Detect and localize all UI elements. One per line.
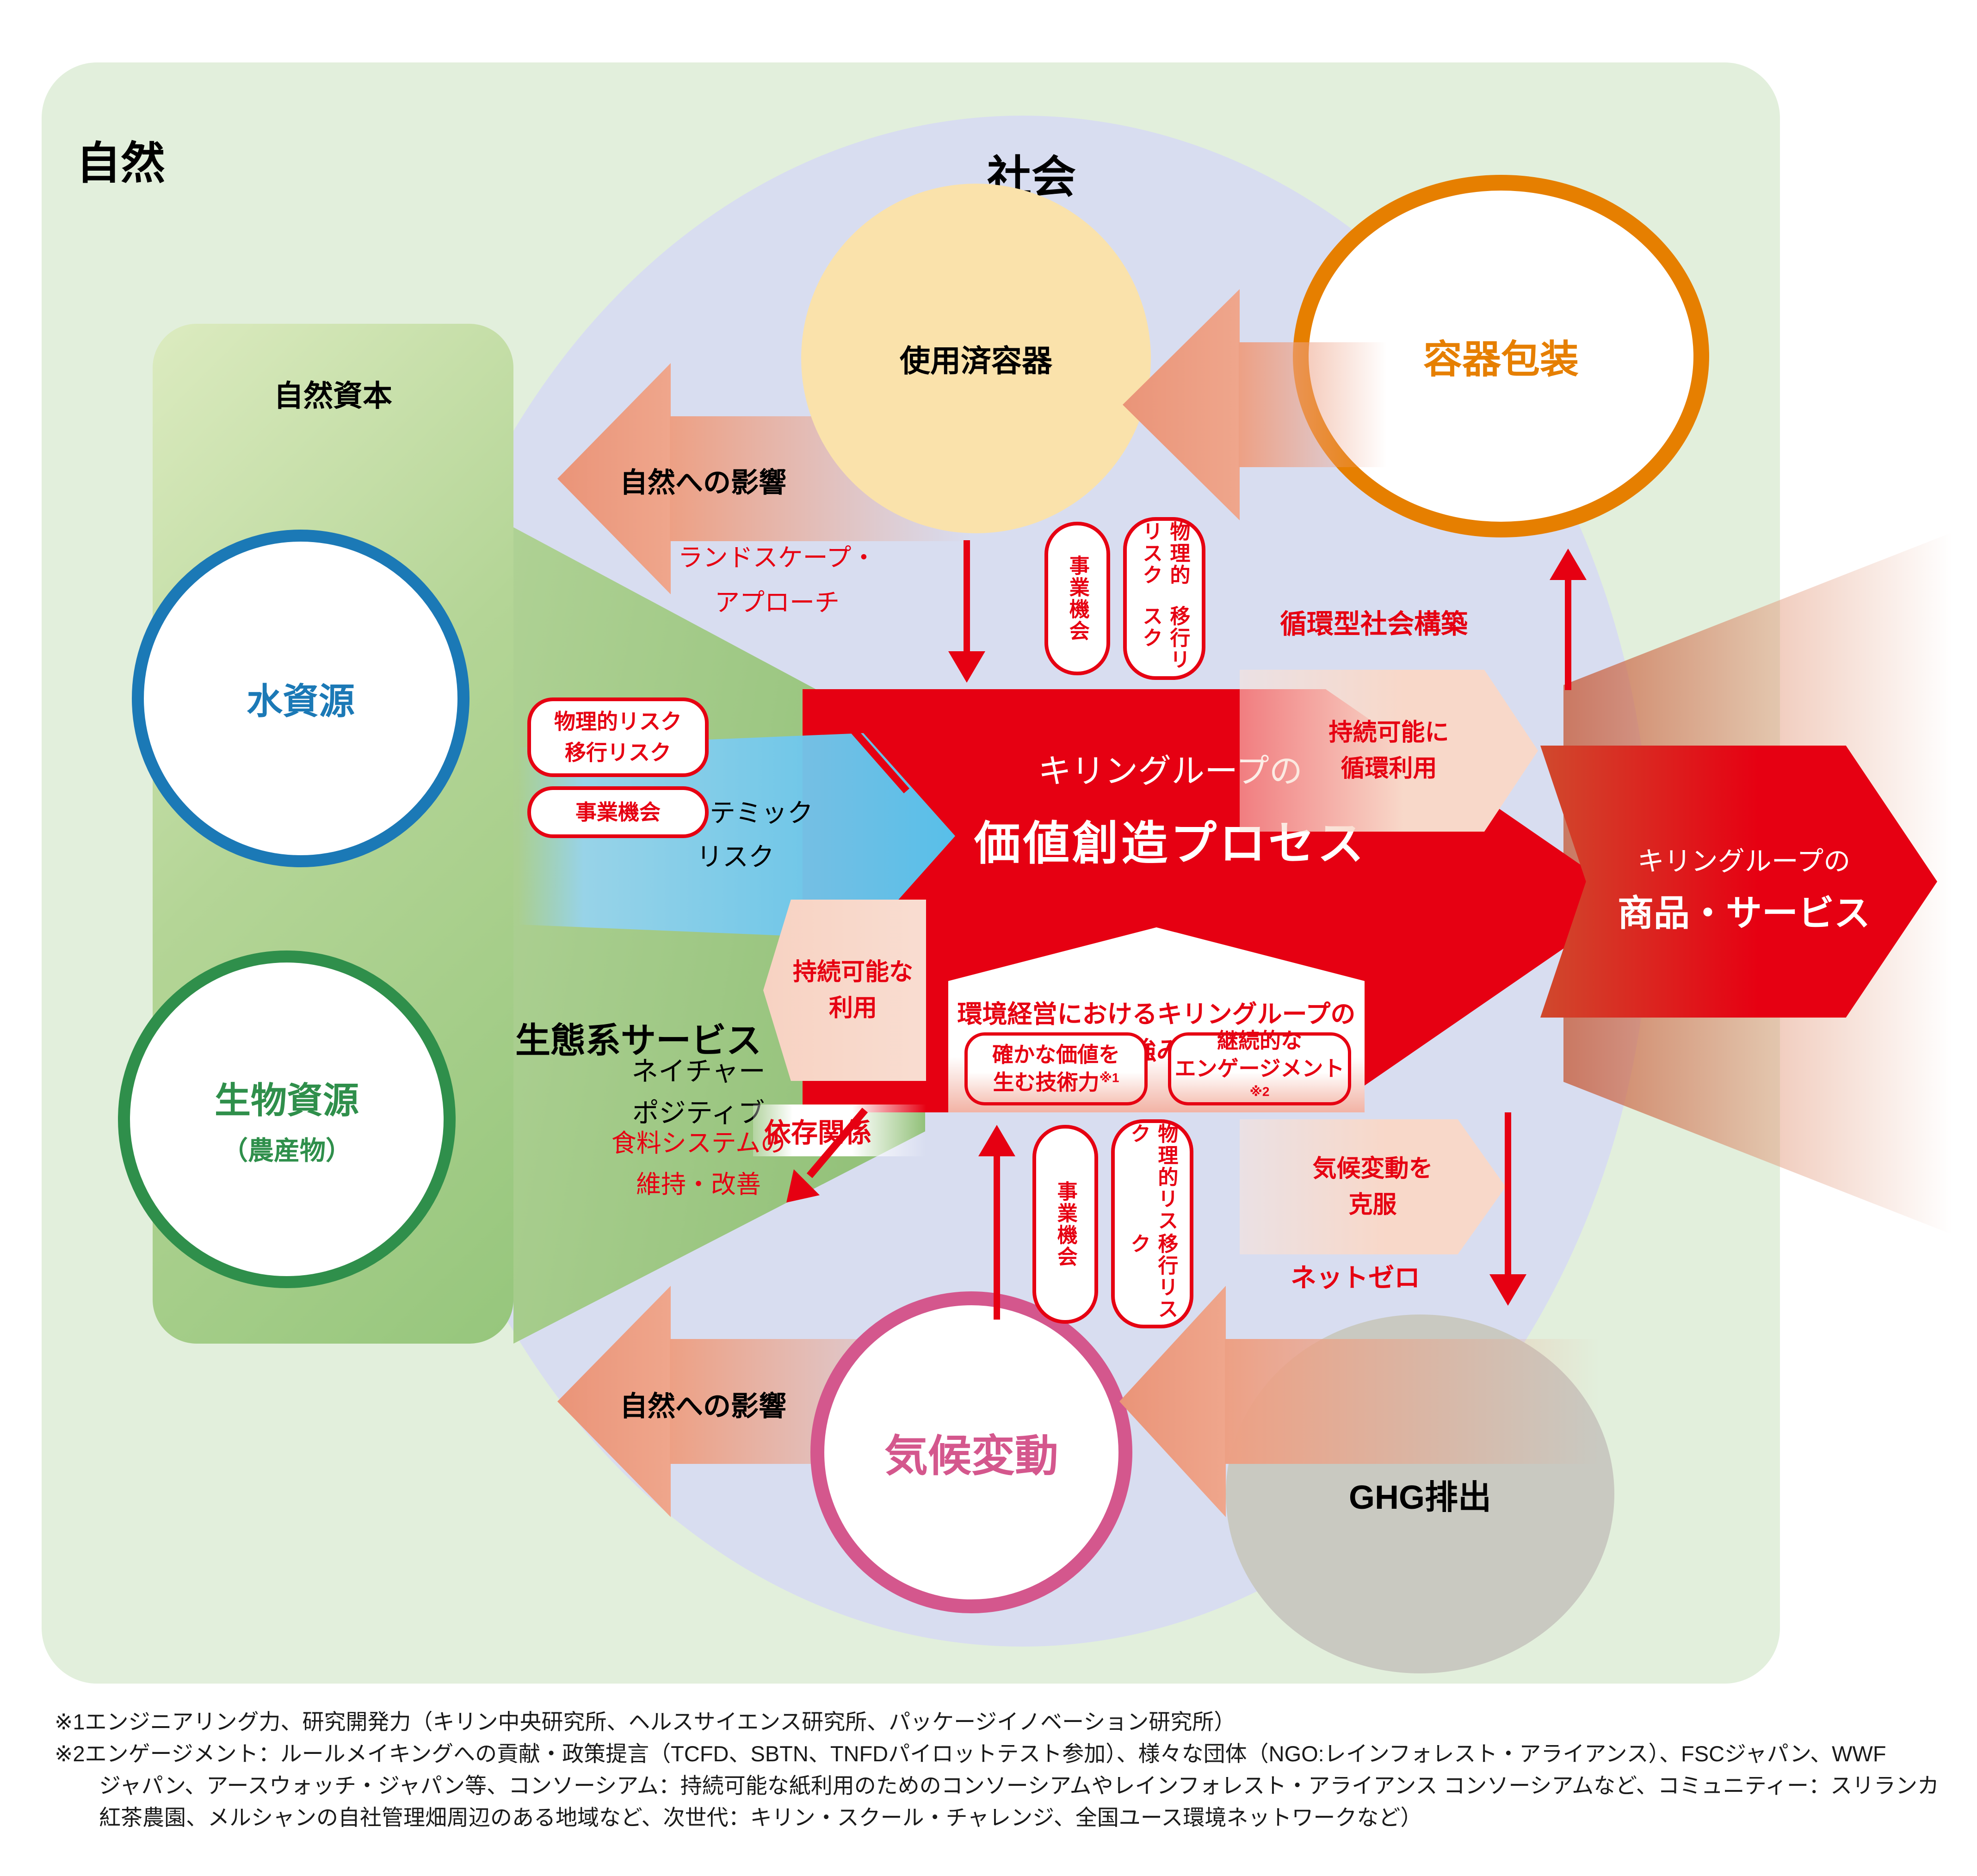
products-line1: キリングループの [1637, 846, 1851, 876]
strength1-line2: 生む技術力※1 [993, 1070, 1119, 1094]
climate-to-banner-arrow-shaft [994, 1155, 1000, 1320]
products-line2: 商品・サービス [1617, 893, 1870, 933]
footnotes: ※1エンジニアリング力、研究開発力（キリン中央研究所、ヘルスサイエンス研究所、パ… [55, 1706, 1951, 1833]
overcome-climate-chevron: 気候変動を克服 [1240, 1119, 1506, 1254]
circular-use-chevron: 持続可能に循環利用 [1240, 670, 1538, 832]
strength1-line1: 確かな価値を [992, 1043, 1120, 1067]
ghg-emissions-label: GHG排出 [1348, 1479, 1491, 1516]
risk-pill-left: 物理的リスク移行リスク [527, 697, 709, 777]
footnote-line3: ジャパン、アースウォッチ・ジャパン等、コンソーシアム：持続可能な紙利用のためのコ… [99, 1773, 1939, 1798]
opportunity-pill-left: 事業機会 [527, 786, 709, 838]
used-containers-circle: 使用済容器 [801, 184, 1151, 533]
banner-to-packaging-arrow-shaft [1565, 579, 1571, 690]
strength2-line1: 継続的な [1217, 1029, 1302, 1053]
opportunity-pill-top: 事業機会 [1044, 522, 1110, 675]
nature-positive-label: ネイチャーポジティブ [631, 1056, 766, 1128]
ecosystem-services-label: 生態系サービス [515, 1021, 761, 1061]
natural-capital-label: 自然資本 [274, 379, 392, 413]
banner-to-ghg-arrow-head [1489, 1274, 1526, 1306]
bio-resources-circle: 生物資源 （農産物） [118, 950, 456, 1288]
footnote-line1: ※1エンジニアリング力、研究開発力（キリン中央研究所、ヘルスサイエンス研究所、パ… [55, 1709, 1236, 1734]
packaging-label: 容器包装 [1423, 337, 1579, 381]
climate-change-label: 気候変動 [884, 1432, 1058, 1480]
used-containers-label: 使用済容器 [900, 344, 1052, 378]
banner-to-ghg-arrow-shaft [1505, 1112, 1511, 1275]
landscape-approach-arrow [816, 691, 910, 794]
opportunity-pill-bottom: 事業機会 [1032, 1125, 1098, 1324]
water-resources-circle: 水資源 [132, 530, 470, 867]
used-to-banner-arrow-head [948, 651, 985, 683]
strength2-footref: ※2 [1249, 1084, 1270, 1099]
pack-to-used-arrow-body [1239, 342, 1387, 467]
net-zero-label: ネットゼロ [1291, 1263, 1420, 1292]
water-resources-label: 水資源 [246, 681, 355, 722]
nature-title: 自然 [76, 139, 165, 188]
strengths-title: 環境経営におけるキリングループの強み [957, 1000, 1356, 1065]
strength-box-technology: 確かな価値を 生む技術力※1 [964, 1032, 1148, 1105]
bio-resources-sublabel: （農産物） [222, 1135, 352, 1165]
strength-box-engagement: 継続的な エンゲージメント※2 [1168, 1029, 1351, 1105]
footnote-line2: ※2エンゲージメント：ルールメイキングへの貢献・政策提言（TCFD、SBTN、T… [55, 1741, 1886, 1766]
risk-pill-top: 物理的リスク移行リスク [1123, 517, 1205, 680]
footnote-line4: 紅茶農園、メルシャンの自社管理畑周辺のある地域など、次世代：キリン・スクール・チ… [99, 1805, 1422, 1830]
bio-resources-label: 生物資源 [214, 1080, 359, 1121]
food-system-label: 食料システムの維持・改善 [611, 1129, 786, 1199]
impact-on-nature-label-bottom: 自然への影響 [620, 1391, 786, 1422]
climate-to-banner-arrow-head [978, 1125, 1015, 1156]
sustainable-use-chevron: 持続可能な利用 [763, 900, 926, 1081]
banner-to-packaging-arrow-head [1550, 549, 1587, 580]
food-system-arrow [786, 1107, 868, 1203]
used-to-banner-arrow-shaft [964, 540, 970, 654]
strength1-footref: ※1 [1099, 1070, 1119, 1085]
impact-on-nature-label-top: 自然への影響 [620, 467, 786, 498]
landscape-approach-label: ランドスケープ・アプローチ [678, 544, 877, 617]
products-services-arrow [1540, 746, 1937, 1018]
circular-society-label: 循環型社会構築 [1279, 609, 1468, 639]
ghg-to-climate-arrow-body [1225, 1339, 1600, 1464]
climate-change-circle: 気候変動 [810, 1291, 1132, 1613]
risk-pill-bottom: 物理的リスク移行リスク [1111, 1119, 1193, 1328]
strength2-line2: エンゲージメント※2 [1174, 1056, 1345, 1099]
